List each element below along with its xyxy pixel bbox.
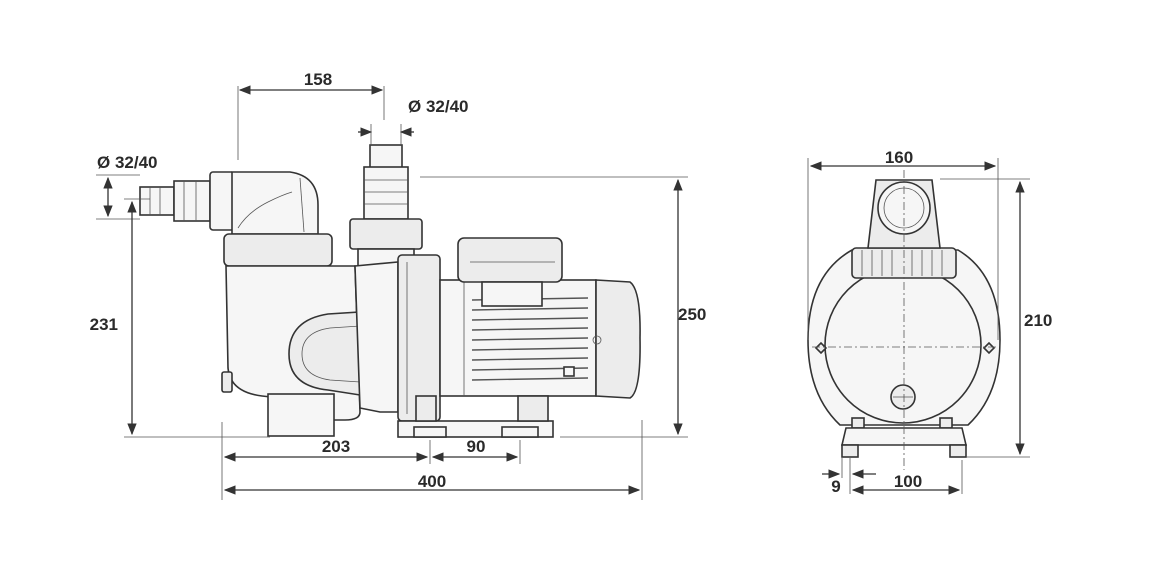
dim-9-label: 9 [831,477,840,496]
volute-flange [354,254,441,422]
dim-231-label: 231 [90,315,118,334]
dim-158-label: 158 [304,70,332,89]
pump-housing [221,265,361,437]
terminal-box [457,237,563,307]
side-view-pump [139,144,641,438]
dim-203-label: 203 [322,437,350,456]
dim-160-label: 160 [885,148,913,167]
dim-outlet-diameter-label: Ø 32/40 [408,97,469,116]
prefilter-elbow [231,171,319,235]
dim-inlet-diameter-label: Ø 32/40 [97,153,158,172]
dim-210-label: 210 [1024,311,1052,330]
outlet-connector [349,144,423,268]
dim-400-label: 400 [418,472,446,491]
inlet-connector [139,171,235,231]
pump-base [397,395,554,438]
dim-100-label: 100 [894,472,922,491]
dim-250-label: 250 [678,305,706,324]
dim-90-label: 90 [467,437,486,456]
front-view-pump [807,170,1001,470]
front-view-dimensions: 160 210 9 100 [807,148,1052,496]
lid-ring [223,233,333,267]
side-view-dimensions: 158 Ø 32/40 Ø 32/40 231 250 203 90 [90,70,706,500]
